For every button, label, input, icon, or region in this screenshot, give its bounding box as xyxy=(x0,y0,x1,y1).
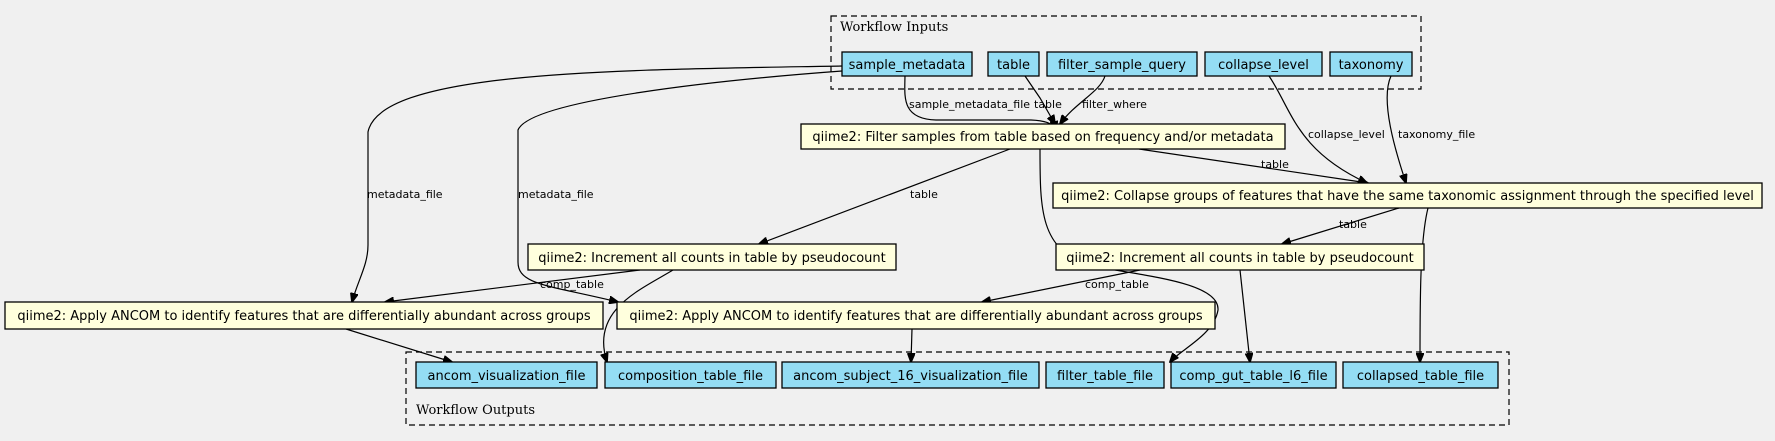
input-table[interactable]: table xyxy=(987,51,1040,77)
input-taxonomy-label: taxonomy xyxy=(1339,58,1404,73)
edge-increment-b-to-ancom-b xyxy=(982,269,1141,302)
edge-label-metadata-file-a: metadata_file xyxy=(367,188,443,201)
step-apply-ancom-a[interactable]: qiime2: Apply ANCOM to identify features… xyxy=(4,301,604,330)
step-increment-counts-b-label: qiime2: Increment all counts in table by… xyxy=(1066,251,1414,266)
output-comp-gut-table-l6-file[interactable]: comp_gut_table_l6_file xyxy=(1170,361,1337,389)
edge-ancom-b-to-ancom-subject-16-file xyxy=(911,328,912,362)
edge-increment-b-to-comp-gut-table-file xyxy=(1239,269,1250,362)
input-collapse-level[interactable]: collapse_level xyxy=(1204,51,1323,77)
input-nodes: sample_metadata table filter_sample_quer… xyxy=(841,51,1413,77)
output-collapsed-table-file-label: collapsed_table_file xyxy=(1357,369,1484,384)
workflow-inputs-title: Workflow Inputs xyxy=(840,20,948,35)
edge-collapse-level-to-collapse xyxy=(1268,75,1367,183)
edge-label-taxonomy-file: taxonomy_file xyxy=(1398,128,1475,141)
input-sample-metadata[interactable]: sample_metadata xyxy=(841,51,973,77)
output-ancom-visualization-file[interactable]: ancom_visualization_file xyxy=(415,361,598,389)
output-composition-table-file[interactable]: composition_table_file xyxy=(604,361,777,389)
output-comp-gut-table-l6-file-label: comp_gut_table_l6_file xyxy=(1179,369,1327,384)
step-apply-ancom-b-label: qiime2: Apply ANCOM to identify features… xyxy=(629,309,1203,324)
input-table-label: table xyxy=(997,58,1030,73)
edge-filter-to-filter-table-file xyxy=(1039,148,1219,362)
edge-taxonomy-to-collapse xyxy=(1386,75,1406,183)
step-collapse-groups[interactable]: qiime2: Collapse groups of features that… xyxy=(1052,182,1763,209)
edge-sample-metadata-to-ancom-a xyxy=(352,65,843,302)
output-ancom-visualization-file-label: ancom_visualization_file xyxy=(428,369,586,384)
input-sample-metadata-label: sample_metadata xyxy=(849,58,966,73)
edge-table-to-filter xyxy=(1024,75,1055,124)
step-apply-ancom-a-label: qiime2: Apply ANCOM to identify features… xyxy=(17,309,591,324)
edge-label-comp-table-a: comp_table xyxy=(540,278,604,291)
step-collapse-groups-label: qiime2: Collapse groups of features that… xyxy=(1061,189,1754,204)
edge-label-collapse-level: collapse_level xyxy=(1308,128,1385,141)
step-increment-counts-b[interactable]: qiime2: Increment all counts in table by… xyxy=(1055,243,1425,271)
edge-label-collapse-to-increment-table: table xyxy=(1339,218,1367,231)
input-filter-sample-query-label: filter_sample_query xyxy=(1058,58,1186,73)
input-filter-sample-query[interactable]: filter_sample_query xyxy=(1046,51,1198,77)
workflow-inputs-cluster: Workflow Inputs xyxy=(830,15,1422,90)
output-composition-table-file-label: composition_table_file xyxy=(618,369,763,384)
edge-label-sample-metadata-file: sample_metadata_file xyxy=(909,98,1030,111)
output-ancom-subject-16-visualization-file[interactable]: ancom_subject_16_visualization_file xyxy=(781,361,1040,389)
edge-filter-query-to-filter xyxy=(1060,75,1106,124)
step-increment-counts-a[interactable]: qiime2: Increment all counts in table by… xyxy=(527,243,897,271)
output-nodes: ancom_visualization_file composition_tab… xyxy=(415,361,1499,389)
edge-increment-a-to-ancom-a xyxy=(385,269,641,302)
edge-collapse-to-collapsed-table-file xyxy=(1420,207,1429,362)
edge-label-filter-to-increment-table: table xyxy=(910,188,938,201)
edge-filter-to-increment-a xyxy=(759,148,1011,244)
edge-label-table: table xyxy=(1034,98,1062,111)
step-filter-samples-label: qiime2: Filter samples from table based … xyxy=(812,130,1273,145)
input-taxonomy[interactable]: taxonomy xyxy=(1329,51,1413,77)
edge-label-filter-to-collapse-table: table xyxy=(1261,158,1289,171)
output-collapsed-table-file[interactable]: collapsed_table_file xyxy=(1342,361,1499,389)
edge-ancom-a-to-ancom-visualization-file xyxy=(345,328,452,362)
workflow-outputs-title: Workflow Outputs xyxy=(416,403,535,418)
edge-label-filter-where: filter_where xyxy=(1082,98,1147,111)
input-collapse-level-label: collapse_level xyxy=(1218,58,1309,73)
workflow-outputs-cluster: Workflow Outputs xyxy=(405,351,1510,426)
output-filter-table-file-label: filter_table_file xyxy=(1057,369,1153,384)
edge-labels: sample_metadata_file table filter_where … xyxy=(367,98,1475,291)
edge-sample-metadata-to-ancom-b xyxy=(517,70,843,302)
step-apply-ancom-b[interactable]: qiime2: Apply ANCOM to identify features… xyxy=(616,301,1216,330)
edge-label-comp-table-b: comp_table xyxy=(1085,278,1149,291)
edge-collapse-to-increment-b xyxy=(1282,207,1400,244)
output-filter-table-file[interactable]: filter_table_file xyxy=(1045,361,1165,389)
edge-filter-to-collapse xyxy=(1138,148,1368,183)
output-ancom-subject-16-visualization-file-label: ancom_subject_16_visualization_file xyxy=(793,369,1028,384)
step-filter-samples[interactable]: qiime2: Filter samples from table based … xyxy=(800,123,1286,150)
step-nodes: qiime2: Filter samples from table based … xyxy=(4,123,1763,330)
step-increment-counts-a-label: qiime2: Increment all counts in table by… xyxy=(538,251,886,266)
edge-label-metadata-file-b: metadata_file xyxy=(518,188,594,201)
